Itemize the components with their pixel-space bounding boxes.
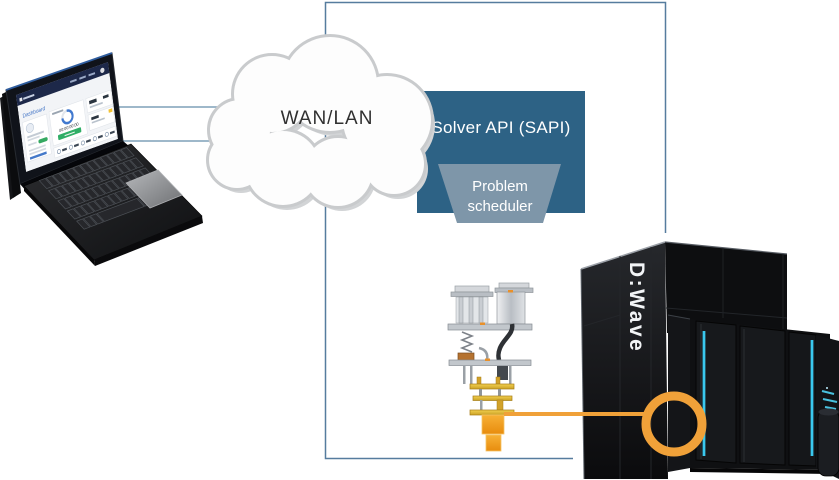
cable-led bbox=[821, 390, 835, 395]
notification-chip bbox=[108, 108, 113, 113]
cabinet-top-edge-highlight bbox=[580, 241, 666, 270]
laptop-front-edge bbox=[94, 216, 203, 266]
problem-scheduler-label-line1: Problem bbox=[472, 178, 528, 195]
stat-card-top bbox=[85, 89, 113, 114]
solver-api-label: Solver API (SAPI) bbox=[431, 118, 570, 137]
profile-card bbox=[22, 113, 52, 163]
dashboard-header-bar bbox=[16, 62, 110, 107]
qpu-highlight-ring bbox=[641, 391, 707, 457]
stat-card-bottom bbox=[87, 105, 116, 131]
dwave-leap-logo-text bbox=[23, 93, 35, 100]
frame-rectangle bbox=[324, 1, 667, 460]
dwave-machine-photo: D:Wave bbox=[573, 233, 839, 480]
laptop-screen: Dashboard bbox=[16, 62, 118, 172]
nav-item bbox=[79, 75, 86, 80]
wan-lan-cloud: WAN/LAN bbox=[206, 34, 435, 211]
cable-led bbox=[822, 398, 838, 403]
laptop-touchpad bbox=[125, 169, 183, 209]
laptop-screen-content: Dashboard bbox=[16, 62, 118, 172]
dwave-logo-vertical: D:Wave bbox=[625, 262, 648, 353]
cryostat-plate bbox=[447, 323, 533, 331]
qpu-box bbox=[485, 434, 502, 452]
solver-api-group: Solver API (SAPI) Problem scheduler bbox=[417, 91, 585, 223]
profile-action-bar bbox=[29, 151, 47, 160]
laptop-lid-echo-2 bbox=[2, 90, 21, 198]
dwave-leap-logo-mark bbox=[19, 97, 23, 102]
status-pill bbox=[38, 137, 48, 144]
problem-scheduler-label-line2: scheduler bbox=[467, 198, 532, 215]
rack-door bbox=[739, 325, 786, 466]
cabinet-left-edge-highlight bbox=[580, 268, 585, 480]
nav-item bbox=[88, 72, 96, 77]
cloud-body bbox=[209, 37, 431, 206]
user-avatar bbox=[100, 67, 105, 74]
cloud-label: WAN/LAN bbox=[281, 108, 374, 129]
cable-led bbox=[824, 406, 837, 410]
nav-item bbox=[70, 78, 77, 84]
client-laptop: Dashboard bbox=[0, 52, 203, 266]
cryostat-pipe bbox=[496, 323, 515, 361]
cryostat-gold-plate bbox=[469, 383, 515, 390]
qpu-shield-box bbox=[481, 414, 505, 435]
problem-scheduler-funnel bbox=[438, 164, 561, 223]
profile-avatar bbox=[25, 123, 34, 133]
launch-button-label bbox=[64, 131, 75, 137]
cryostat-illustration bbox=[445, 282, 557, 456]
mini-stats-strip bbox=[53, 125, 117, 159]
cryostat-spring bbox=[459, 331, 475, 353]
laptop-lid-edge-highlight bbox=[5, 52, 113, 91]
cryostat-gold-plate bbox=[472, 395, 513, 401]
server-racks bbox=[667, 314, 839, 479]
pump-cylinder bbox=[817, 409, 839, 477]
solver-time-card: 00:00:00:00 bbox=[48, 99, 88, 147]
laptop-left-edge bbox=[24, 186, 95, 266]
